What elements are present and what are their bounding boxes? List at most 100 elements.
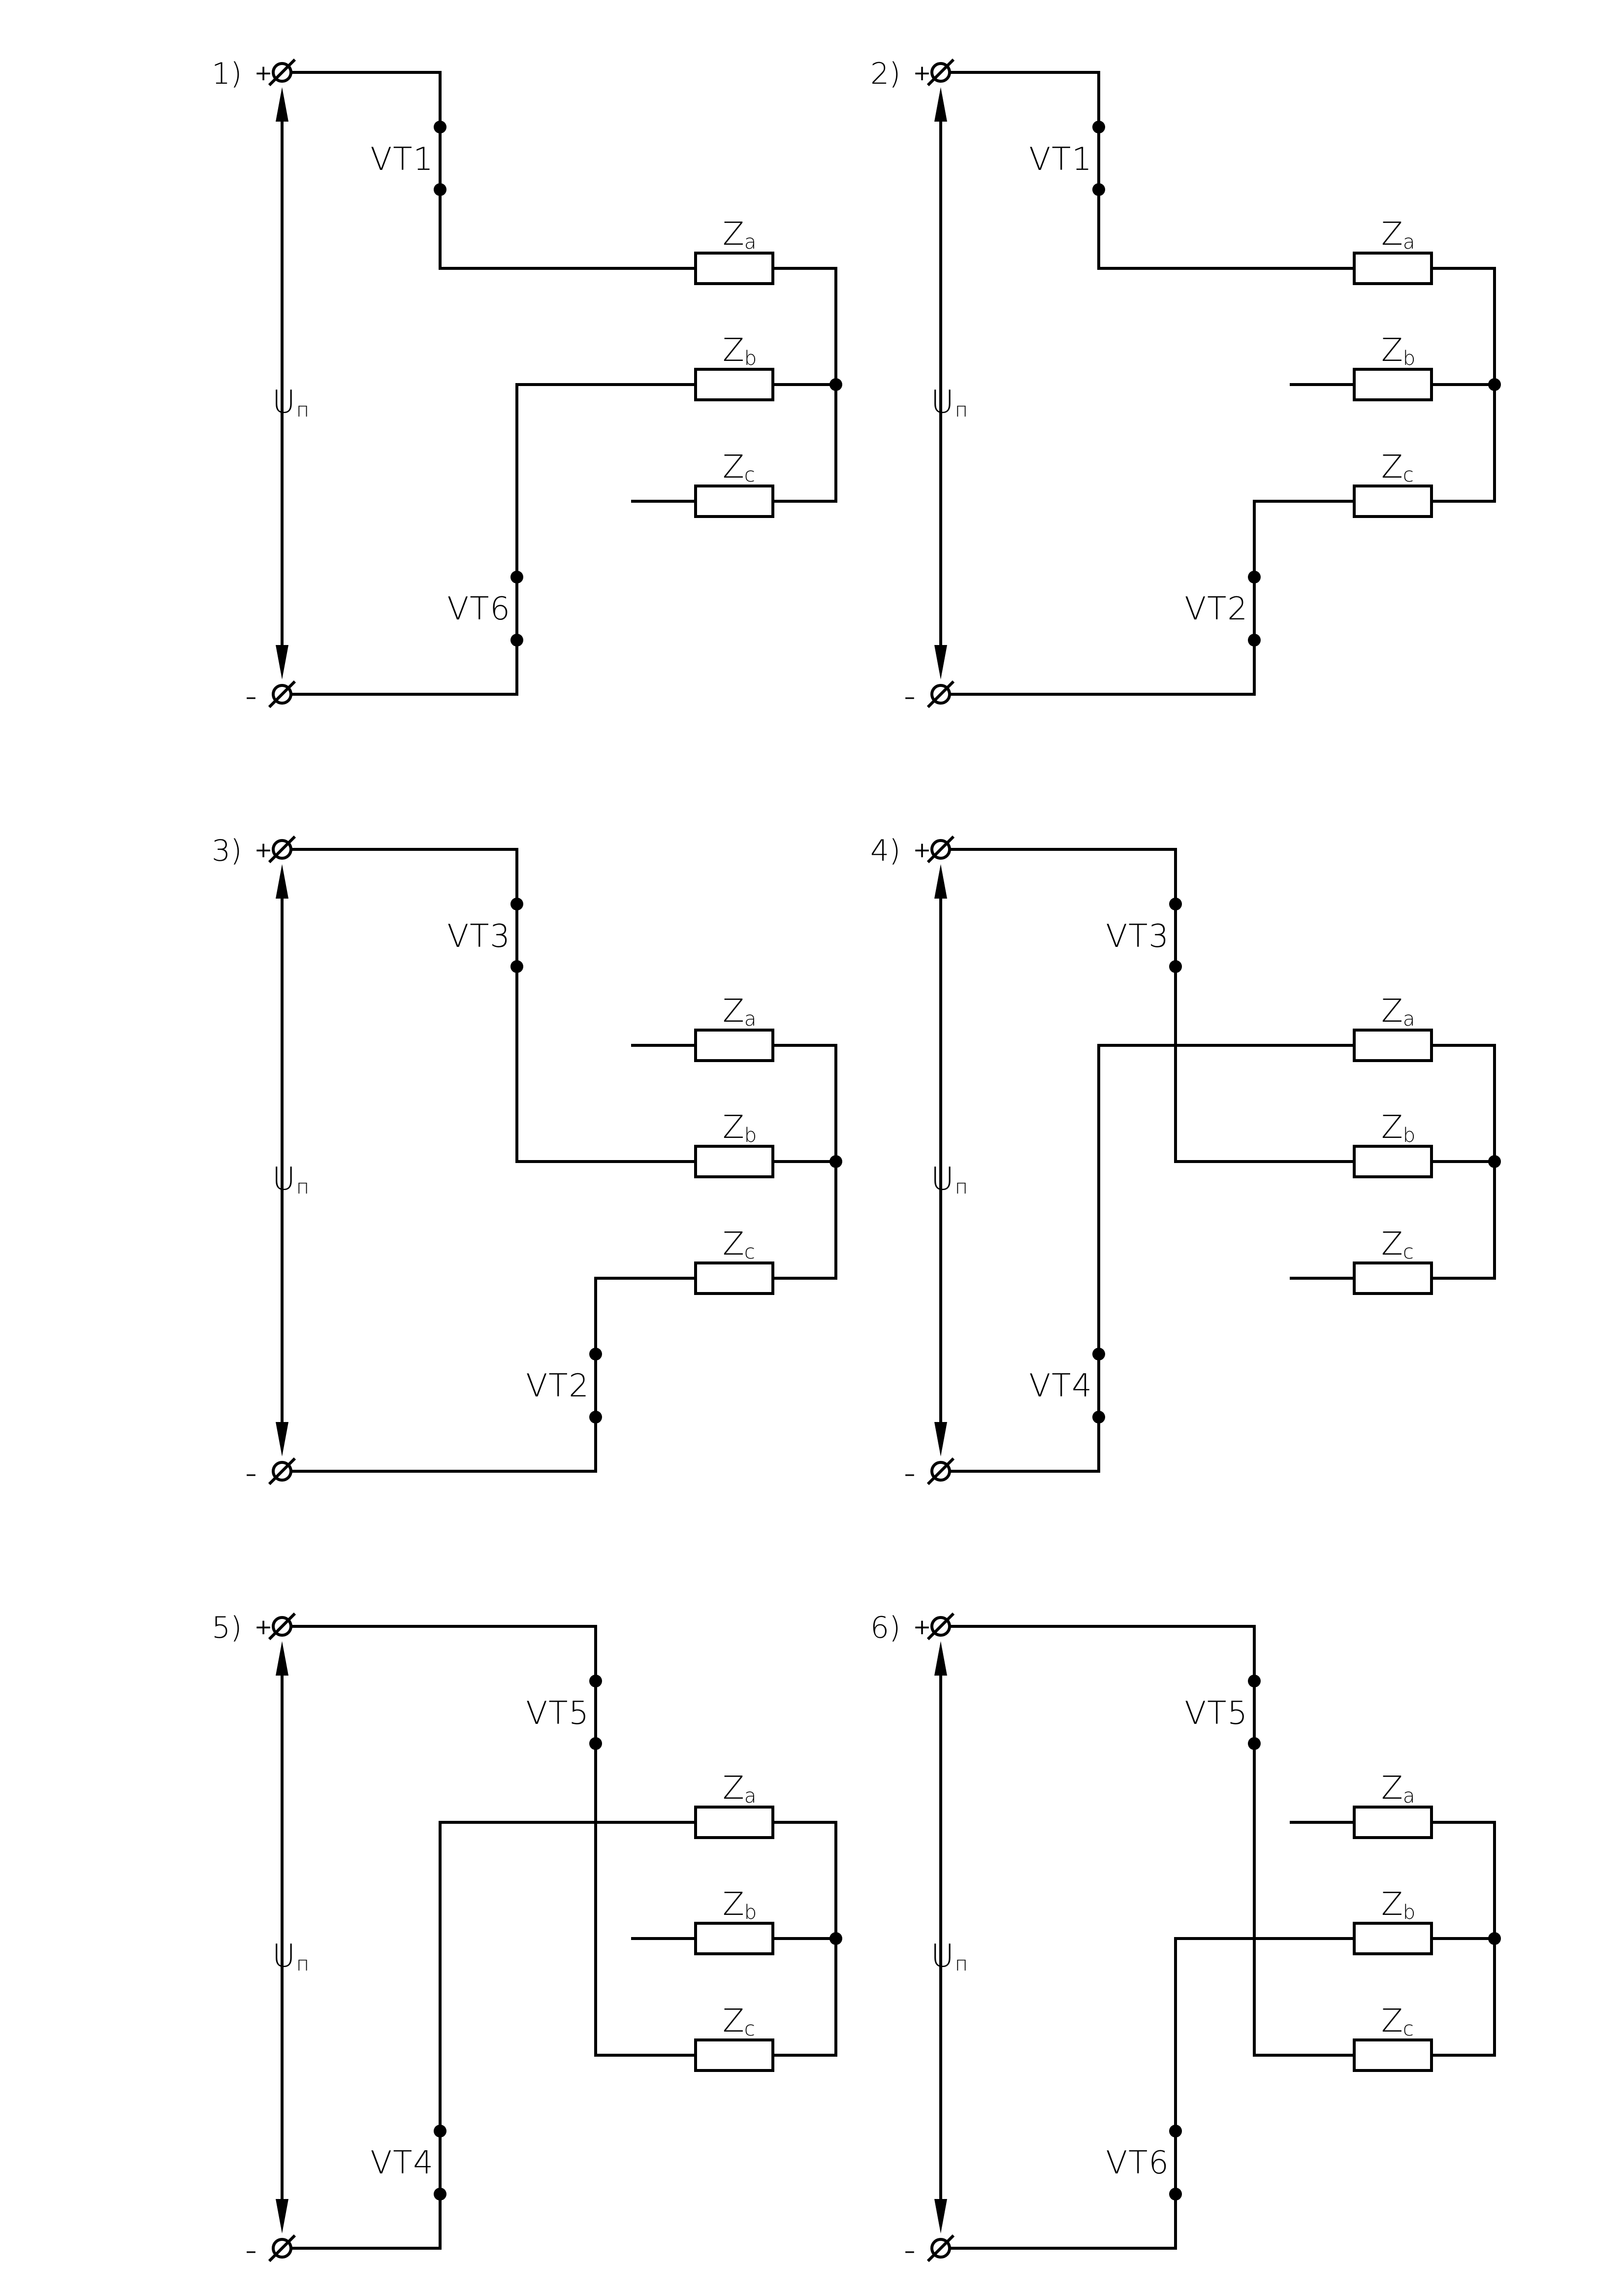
load-resistor bbox=[694, 252, 774, 285]
load-label: Za bbox=[723, 993, 756, 1031]
switch-dot bbox=[510, 960, 523, 973]
upper-switch-label: VT5 bbox=[1184, 1695, 1248, 1732]
terminal-slash bbox=[268, 680, 296, 709]
terminal-slash bbox=[926, 1457, 955, 1486]
panel-number: 2) bbox=[870, 57, 901, 91]
load-resistor bbox=[1353, 485, 1433, 518]
neutral-point-dot bbox=[829, 1155, 842, 1168]
load-subscript: c bbox=[744, 1241, 755, 1263]
load-subscript: a bbox=[1403, 1785, 1415, 1808]
supply-label-letter: U bbox=[272, 1161, 296, 1197]
plus-terminal bbox=[268, 58, 296, 87]
switch-dot bbox=[1169, 898, 1182, 910]
minus-terminal bbox=[268, 680, 296, 709]
load-resistor bbox=[1353, 1922, 1433, 1955]
load-resistor bbox=[1353, 1261, 1433, 1295]
arrow-head-down bbox=[276, 2199, 288, 2233]
load-label: Zc bbox=[1381, 1226, 1414, 1263]
minus-terminal bbox=[268, 2234, 296, 2263]
plus-sign: + bbox=[255, 838, 273, 863]
panel-number: 6) bbox=[870, 1611, 901, 1645]
lower-switch-label: VT4 bbox=[370, 2145, 434, 2181]
lower-branch-wire bbox=[951, 1044, 1354, 1473]
arrow-head-up bbox=[276, 1641, 288, 1676]
switch-dot bbox=[510, 571, 523, 583]
switch-dot bbox=[1092, 121, 1105, 133]
terminal-slash bbox=[926, 835, 955, 864]
load-label: Zc bbox=[723, 1226, 755, 1263]
arrow-head-up bbox=[934, 1641, 947, 1676]
supply-label-subscript: п bbox=[296, 1953, 310, 1975]
supply-label: Uп bbox=[272, 1161, 310, 1198]
supply-label: Uп bbox=[931, 1938, 969, 1975]
supply-label-subscript: п bbox=[296, 399, 310, 421]
plus-terminal bbox=[268, 835, 296, 864]
arrow-head-up bbox=[934, 87, 947, 122]
supply-label-subscript: п bbox=[955, 1953, 969, 1975]
arrow-head-up bbox=[276, 87, 288, 122]
load-resistor bbox=[694, 1145, 774, 1178]
load-subscript: a bbox=[1403, 1008, 1415, 1031]
load-resistor bbox=[1353, 368, 1433, 401]
load-subscript: a bbox=[1403, 231, 1415, 254]
terminal-slash bbox=[926, 680, 955, 709]
supply-label: Uп bbox=[272, 384, 310, 421]
load-label: Zb bbox=[723, 1109, 757, 1147]
load-resistor bbox=[694, 1922, 774, 1955]
load-letter: Z bbox=[1381, 449, 1403, 485]
load-subscript: c bbox=[1403, 464, 1414, 486]
minus-sign: – bbox=[904, 684, 915, 710]
load-letter: Z bbox=[723, 1226, 744, 1262]
load-resistor bbox=[1353, 1029, 1433, 1062]
lower-switch-label: VT6 bbox=[447, 591, 511, 627]
upper-branch-wire bbox=[292, 848, 696, 1163]
load-label: Zc bbox=[723, 2003, 755, 2040]
switch-dot bbox=[510, 898, 523, 910]
load-subscript: b bbox=[744, 1901, 757, 1924]
supply-label-letter: U bbox=[272, 1938, 296, 1974]
load-label: Zc bbox=[723, 449, 755, 486]
switch-dot bbox=[1092, 1348, 1105, 1360]
terminal-slash bbox=[268, 1457, 296, 1486]
load-label: Za bbox=[1381, 993, 1415, 1031]
supply-label-subscript: п bbox=[296, 1176, 310, 1198]
load-subscript: b bbox=[1403, 347, 1415, 370]
switch-dot bbox=[1092, 1411, 1105, 1423]
load-label: Zc bbox=[1381, 2003, 1414, 2040]
switch-dot bbox=[589, 1675, 602, 1687]
load-resistor bbox=[694, 485, 774, 518]
load-letter: Z bbox=[723, 332, 744, 369]
load-subscript: a bbox=[744, 231, 757, 254]
upper-switch-label: VT3 bbox=[447, 918, 511, 955]
switch-dot bbox=[1248, 634, 1261, 647]
load-label: Za bbox=[723, 1770, 756, 1808]
load-subscript: c bbox=[1403, 1241, 1414, 1263]
supply-label-letter: U bbox=[931, 1938, 955, 1974]
load-label: Zc bbox=[1381, 449, 1414, 486]
minus-terminal bbox=[268, 1457, 296, 1486]
load-label: Zb bbox=[1381, 332, 1415, 370]
load-subscript: c bbox=[744, 2018, 755, 2040]
load-letter: Z bbox=[723, 1109, 744, 1146]
switch-dot bbox=[1169, 2188, 1182, 2200]
switch-dot bbox=[434, 121, 446, 133]
switch-dot bbox=[510, 634, 523, 647]
load-resistor bbox=[1353, 2038, 1433, 2072]
supply-label: Uп bbox=[931, 384, 969, 421]
upper-branch-wire bbox=[951, 848, 1354, 1163]
load-letter: Z bbox=[723, 1770, 744, 1807]
panel-number: 3) bbox=[212, 834, 242, 868]
lower-branch-wire bbox=[951, 1937, 1354, 2250]
lower-switch-label: VT6 bbox=[1106, 2145, 1170, 2181]
load-label: Zb bbox=[723, 1886, 757, 1924]
load-letter: Z bbox=[1381, 1226, 1403, 1262]
switch-dot bbox=[589, 1348, 602, 1360]
plus-sign: + bbox=[913, 838, 931, 863]
load-letter: Z bbox=[1381, 2003, 1403, 2039]
arrow-head-up bbox=[276, 864, 288, 899]
load-letter: Z bbox=[1381, 216, 1403, 253]
upper-branch-wire bbox=[292, 71, 696, 270]
load-label: Za bbox=[723, 216, 756, 254]
arrow-head-down bbox=[276, 1422, 288, 1456]
